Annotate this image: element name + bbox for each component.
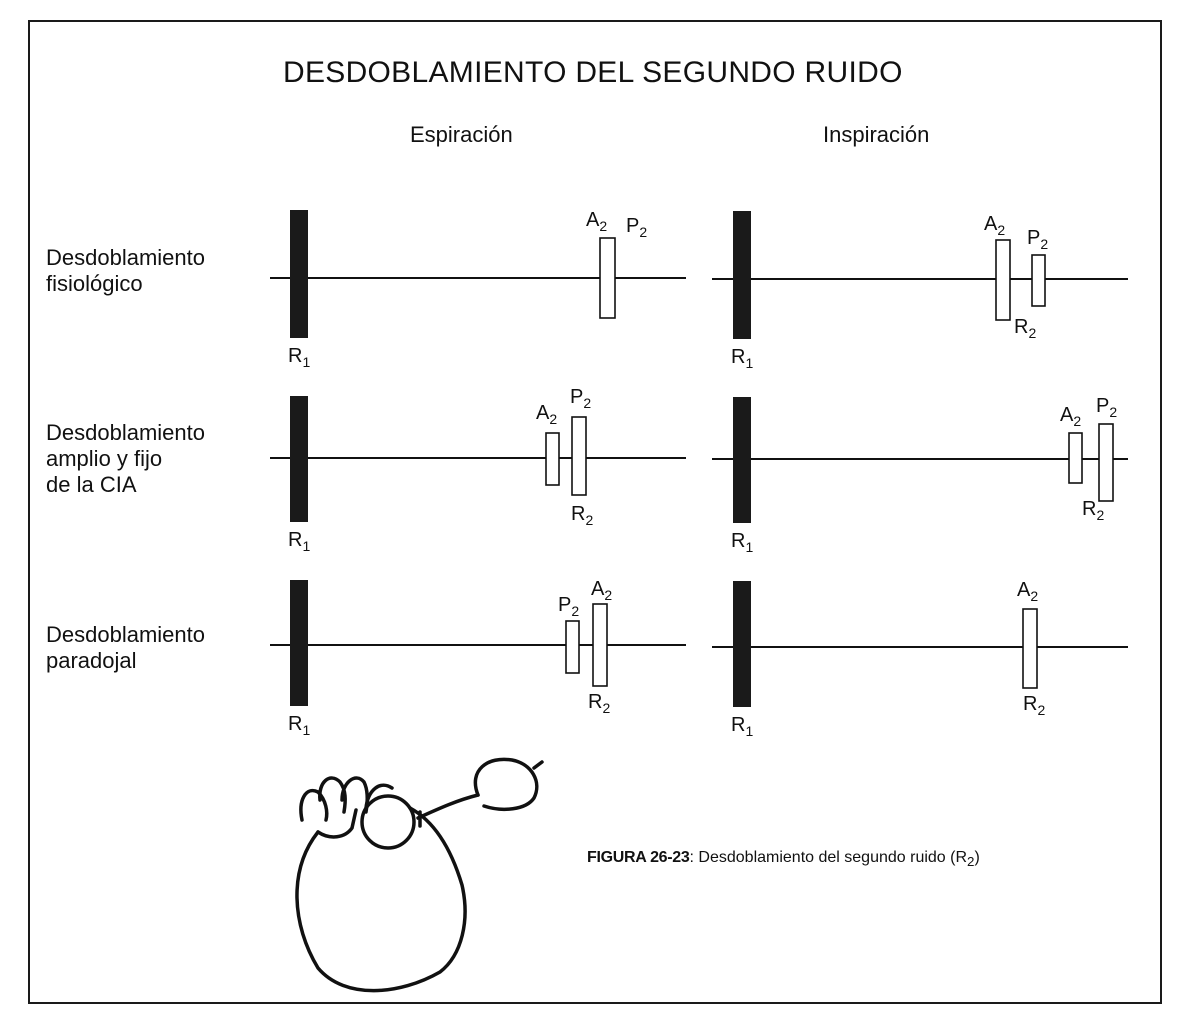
r1-bar — [733, 397, 751, 523]
a2-label: A2 — [536, 402, 557, 427]
stethoscope-earpiece-icon — [532, 760, 544, 770]
figure-number: FIGURA 26-23 — [587, 849, 690, 866]
r1-label: R1 — [731, 714, 753, 739]
caption-text: Desdoblamiento del segundo ruido (R — [693, 849, 968, 866]
r1-label: R1 — [288, 529, 310, 554]
column-header-expiration: Espiración — [410, 122, 513, 147]
row-label-line: Desdoblamiento — [46, 245, 205, 270]
r2-label: R2 — [1014, 316, 1036, 341]
row-label-line: Desdoblamiento — [46, 420, 205, 445]
stethoscope-chestpiece-icon — [360, 794, 416, 850]
row-label-line: de la CIA — [46, 472, 137, 497]
row-label-line: paradojal — [46, 648, 137, 673]
row-label-physiological: Desdoblamiento fisiológico — [46, 245, 205, 297]
row-label-paradoxical: Desdoblamiento paradojal — [46, 622, 205, 674]
r2-label: R2 — [588, 691, 610, 716]
vessel-icon — [299, 788, 329, 822]
sound-component-box — [1068, 432, 1083, 484]
sound-component-box — [599, 237, 616, 319]
figure-caption: FIGURA 26-23: Desdoblamiento del segundo… — [587, 849, 980, 869]
vessel-icon — [318, 776, 347, 814]
r1-bar — [733, 581, 751, 707]
a2-label: A2 — [1060, 404, 1081, 429]
stethoscope-tube-icon — [416, 793, 480, 820]
p2-label: P2 — [558, 594, 579, 619]
r2-label: R2 — [571, 503, 593, 528]
p2-label: P2 — [570, 386, 591, 411]
diagram-title: DESDOBLAMIENTO DEL SEGUNDO RUIDO — [283, 56, 903, 89]
column-header-inspiration: Inspiración — [823, 122, 930, 147]
r1-bar — [290, 396, 308, 522]
sound-component-box — [995, 239, 1011, 321]
figure-frame — [28, 20, 1162, 1004]
stethoscope-earpiece-icon — [473, 757, 539, 812]
r1-label: R1 — [288, 345, 310, 370]
sound-component-box — [1031, 254, 1046, 307]
r1-label: R1 — [288, 713, 310, 738]
sound-component-box — [545, 432, 560, 486]
row-label-line: fisiológico — [46, 271, 143, 296]
sound-component-box — [565, 620, 580, 674]
p2-label: P2 — [1096, 395, 1117, 420]
r1-bar — [290, 210, 308, 338]
row-label-line: Desdoblamiento — [46, 622, 205, 647]
sound-component-box — [1098, 423, 1114, 502]
a2-label: A2 — [586, 209, 607, 234]
a2-label: A2 — [984, 213, 1005, 238]
r1-label: R1 — [731, 346, 753, 371]
heart-icon — [316, 808, 358, 839]
r1-bar — [290, 580, 308, 706]
vessel-icon — [364, 783, 394, 810]
row-label-wide-fixed: Desdoblamiento amplio y fijo de la CIA — [46, 420, 205, 498]
a2-label: A2 — [591, 578, 612, 603]
sound-component-box — [571, 416, 587, 496]
r1-bar — [733, 211, 751, 339]
sound-component-box — [1022, 608, 1038, 689]
row-label-line: amplio y fijo — [46, 446, 163, 471]
r2-label: R2 — [1023, 693, 1045, 718]
heart-icon — [295, 806, 467, 993]
p2-label: P2 — [1027, 227, 1048, 252]
caption-separator: : — [689, 849, 694, 866]
caption-close: ) — [974, 849, 980, 866]
caption-subscript: 2 — [967, 854, 975, 870]
r1-label: R1 — [731, 530, 753, 555]
p2-label: P2 — [626, 215, 647, 240]
sound-component-box — [592, 603, 608, 687]
a2-label: A2 — [1017, 579, 1038, 604]
